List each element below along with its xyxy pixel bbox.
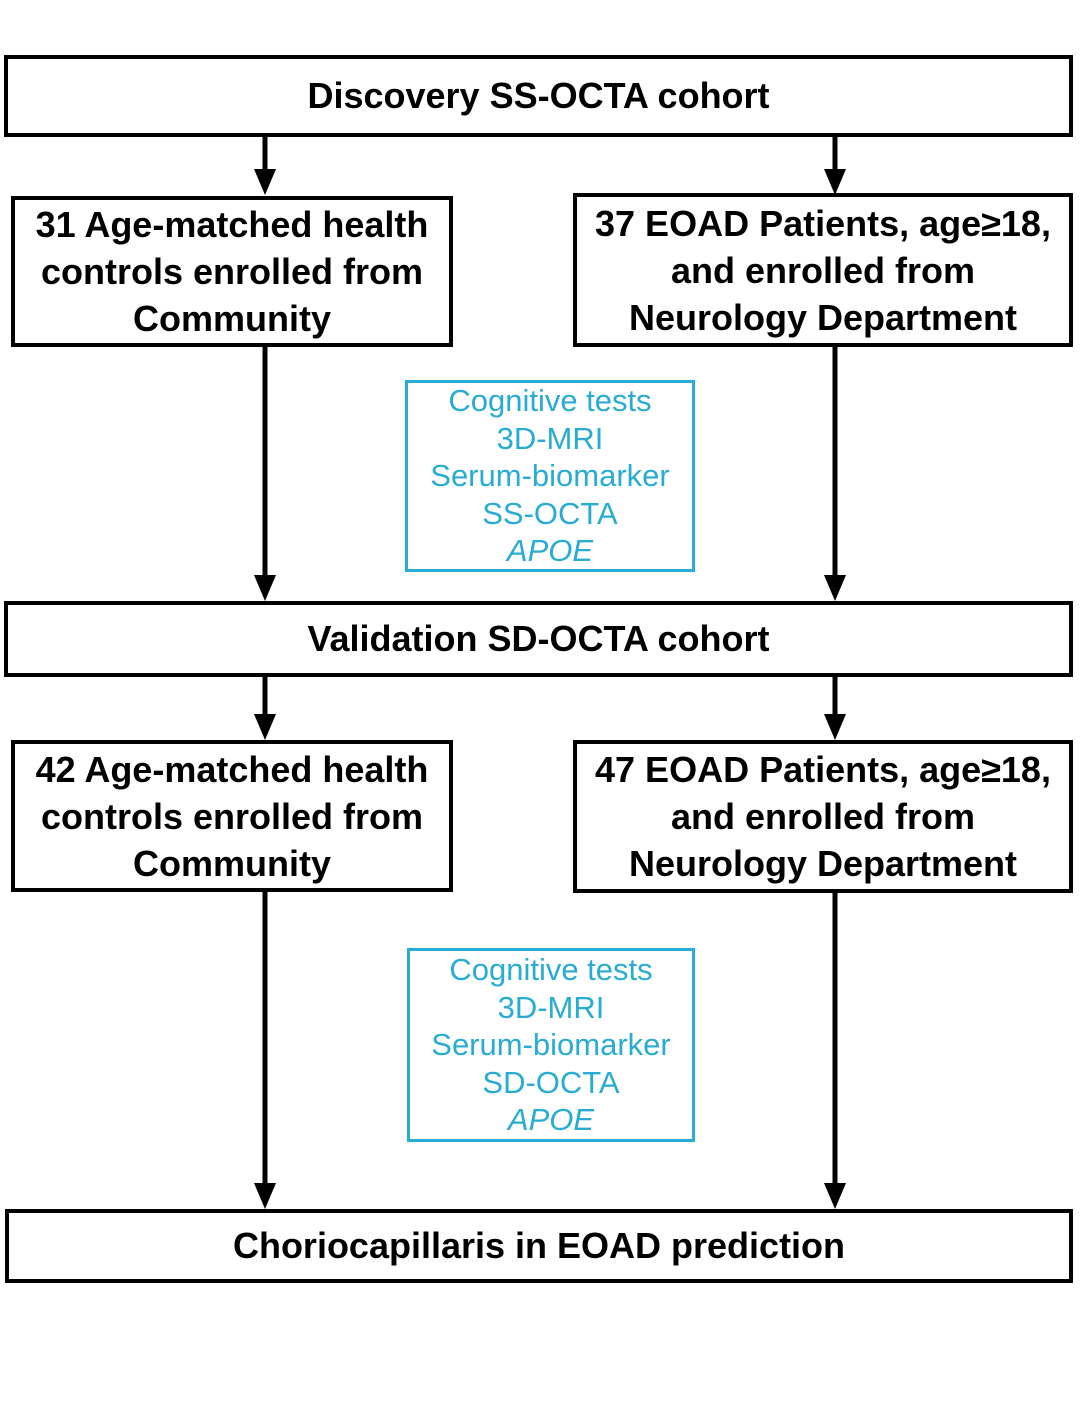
arrow-discovery-to-controls — [254, 137, 276, 195]
validation-cohort-label: Validation SD-OCTA cohort — [307, 618, 770, 660]
arrow-stem — [832, 892, 838, 1186]
arrow-patients-to-validation — [824, 347, 846, 601]
discovery-test-item-4: SS-OCTA — [482, 495, 618, 531]
arrow-head-icon — [824, 575, 846, 601]
validation-controls-line-3: Community — [133, 842, 331, 884]
validation-controls-box: 42 Age-matched health controls enrolled … — [11, 740, 453, 892]
arrow-head-icon — [824, 1183, 846, 1209]
prediction-box: Choriocapillaris in EOAD prediction — [5, 1209, 1073, 1283]
validation-patients-line-2: and enrolled from — [670, 796, 976, 837]
prediction-label: Choriocapillaris in EOAD prediction — [232, 1225, 846, 1267]
arrow-head-icon — [254, 1183, 276, 1209]
arrow-head-icon — [824, 169, 846, 195]
arrow-head-icon — [824, 714, 846, 740]
validation-patients-line-1: 47 EOAD Patients, age≥18, — [595, 749, 1051, 790]
arrow-validation-to-patients — [824, 677, 846, 740]
arrow-head-icon — [254, 714, 276, 740]
validation-test-item-1: Cognitive tests — [449, 952, 653, 988]
discovery-controls-line-1: 31 Age-matched health — [35, 204, 429, 245]
discovery-controls-line-3: Community — [133, 298, 331, 339]
discovery-patients-line-2: and enrolled from — [670, 249, 976, 291]
validation-patients-line-3: Neurology Department — [628, 843, 1018, 884]
arrow-stem — [262, 137, 268, 172]
discovery-controls-line-2: controls enrolled from — [40, 251, 424, 292]
discovery-cohort-box: Discovery SS-OCTA cohort — [4, 55, 1073, 137]
arrow-controls-to-validation — [254, 347, 276, 601]
arrow-patients-to-prediction — [824, 892, 846, 1209]
discovery-test-item-1: Cognitive tests — [448, 383, 652, 419]
arrow-stem — [832, 137, 838, 172]
arrow-head-icon — [254, 575, 276, 601]
discovery-test-item-3: Serum-biomarker — [430, 458, 670, 494]
arrow-stem — [832, 347, 838, 578]
validation-cohort-box: Validation SD-OCTA cohort — [4, 601, 1073, 677]
validation-test-item-3: Serum-biomarker — [431, 1027, 671, 1063]
discovery-tests-box: Cognitive tests 3D-MRI Serum-biomarker S… — [405, 380, 695, 572]
discovery-controls-box: 31 Age-matched health controls enrolled … — [11, 196, 453, 347]
arrow-stem — [262, 892, 268, 1186]
arrow-controls-to-prediction — [254, 892, 276, 1209]
arrow-stem — [832, 677, 838, 717]
discovery-cohort-label: Discovery SS-OCTA cohort — [307, 75, 770, 117]
discovery-test-item-apoe: APOE — [506, 533, 594, 569]
validation-tests-box: Cognitive tests 3D-MRI Serum-biomarker S… — [407, 948, 695, 1142]
validation-patients-box: 47 EOAD Patients, age≥18, and enrolled f… — [573, 740, 1073, 893]
discovery-patients-box: 37 EOAD Patients, age≥18, and enrolled f… — [573, 193, 1073, 347]
discovery-test-item-2: 3D-MRI — [496, 420, 604, 456]
arrow-head-icon — [254, 169, 276, 195]
discovery-patients-line-1: 37 EOAD Patients, age≥18, — [595, 202, 1051, 244]
validation-test-item-4: SD-OCTA — [482, 1064, 620, 1100]
validation-test-item-2: 3D-MRI — [497, 989, 605, 1025]
arrow-validation-to-controls — [254, 677, 276, 740]
validation-controls-line-1: 42 Age-matched health — [35, 748, 429, 790]
validation-controls-line-2: controls enrolled from — [40, 795, 424, 837]
discovery-patients-line-3: Neurology Department — [628, 296, 1018, 338]
arrow-discovery-to-patients — [824, 137, 846, 195]
arrow-stem — [262, 347, 268, 578]
validation-test-item-apoe: APOE — [507, 1102, 595, 1138]
arrow-stem — [262, 677, 268, 717]
